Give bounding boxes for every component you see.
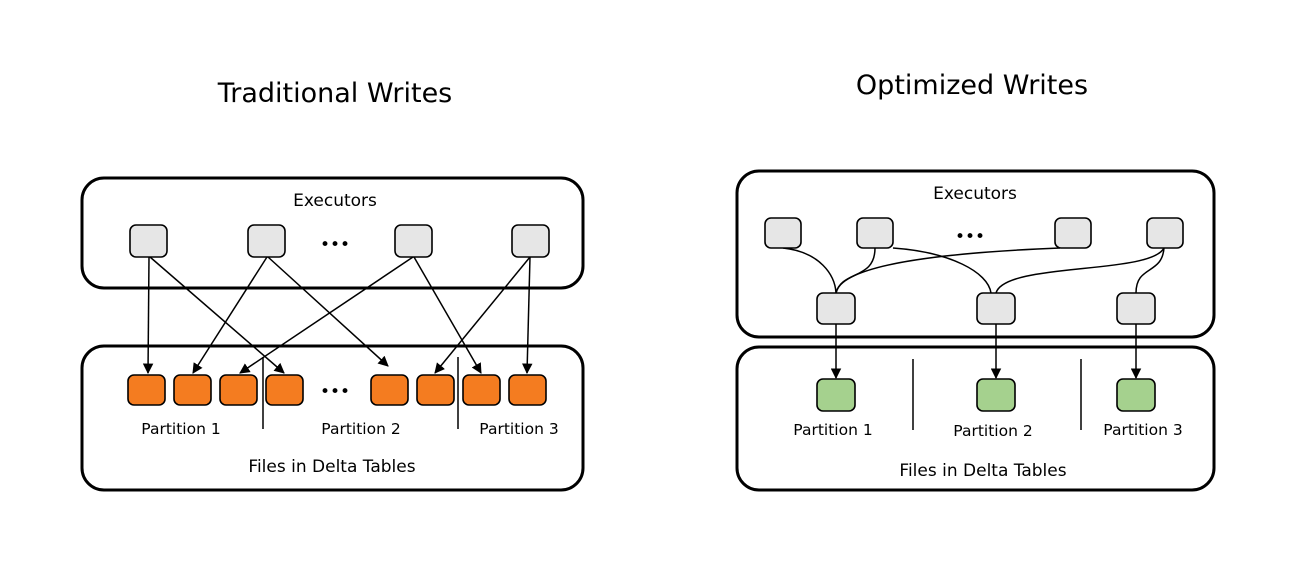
- file-node: [462, 374, 501, 406]
- ellipsis: •••: [320, 235, 350, 255]
- files-label: Files in Delta Tables: [899, 461, 1066, 481]
- traditional-writes-panel: Traditional Writes Executors ••• ••• Par…: [80, 78, 585, 492]
- write-arrow: [149, 256, 285, 374]
- partition-label: Partition 1: [141, 420, 220, 438]
- executor-node: [511, 224, 550, 258]
- partition-label: Partition 3: [479, 420, 558, 438]
- partition-label: Partition 3: [1103, 421, 1182, 439]
- executors-label: Executors: [933, 184, 1017, 204]
- shuffle-curves: [782, 247, 1165, 294]
- executor-node: [394, 224, 433, 258]
- shuffle-curve: [1135, 247, 1165, 294]
- ellipsis: •••: [320, 382, 350, 402]
- writer-node: [816, 292, 856, 325]
- write-arrow: [521, 256, 533, 375]
- executors-label: Executors: [293, 191, 377, 211]
- write-arrow: [192, 256, 268, 374]
- executor-node: [1054, 217, 1092, 249]
- files-label: Files in Delta Tables: [248, 457, 415, 477]
- write-arrow: [239, 256, 414, 374]
- shuffle-curve: [782, 247, 837, 294]
- executor-nodes: [764, 217, 1184, 325]
- file-node: [816, 378, 856, 412]
- executor-node: [856, 217, 894, 249]
- executor-node: [129, 224, 168, 258]
- write-arrow: [142, 256, 154, 375]
- write-arrow: [267, 256, 389, 367]
- file-node: [1116, 378, 1156, 412]
- executor-node: [247, 224, 286, 258]
- file-nodes: [127, 374, 547, 406]
- file-node: [265, 374, 304, 406]
- writer-node: [1116, 292, 1156, 325]
- file-node: [219, 374, 258, 406]
- write-arrows: [830, 324, 1142, 380]
- partition-label: Partition 1: [793, 421, 872, 439]
- traditional-title: Traditional Writes: [217, 78, 453, 109]
- write-arrow: [413, 256, 482, 374]
- partition-label: Partition 2: [953, 422, 1032, 440]
- write-arrows: [142, 256, 533, 375]
- shuffle-curve: [835, 247, 1061, 294]
- shuffle-curve: [892, 247, 992, 294]
- optimized-title: Optimized Writes: [856, 70, 1088, 101]
- executors-box: [80, 176, 585, 290]
- executors-box: [735, 169, 1216, 339]
- file-node: [173, 374, 212, 406]
- file-node: [976, 378, 1016, 412]
- file-node: [370, 374, 409, 406]
- executor-node: [764, 217, 802, 249]
- writer-node: [976, 292, 1016, 325]
- file-node: [127, 374, 166, 406]
- executor-nodes: [129, 224, 550, 258]
- optimized-writes-panel: Optimized Writes Executors ••• Partition…: [735, 70, 1216, 492]
- files-box: [735, 345, 1216, 492]
- partition-label: Partition 2: [321, 420, 400, 438]
- shuffle-curve: [995, 247, 1165, 294]
- file-node: [508, 374, 547, 406]
- ellipsis: •••: [955, 227, 985, 247]
- executor-node: [1146, 217, 1184, 249]
- write-arrow: [434, 256, 531, 374]
- file-node: [416, 374, 455, 406]
